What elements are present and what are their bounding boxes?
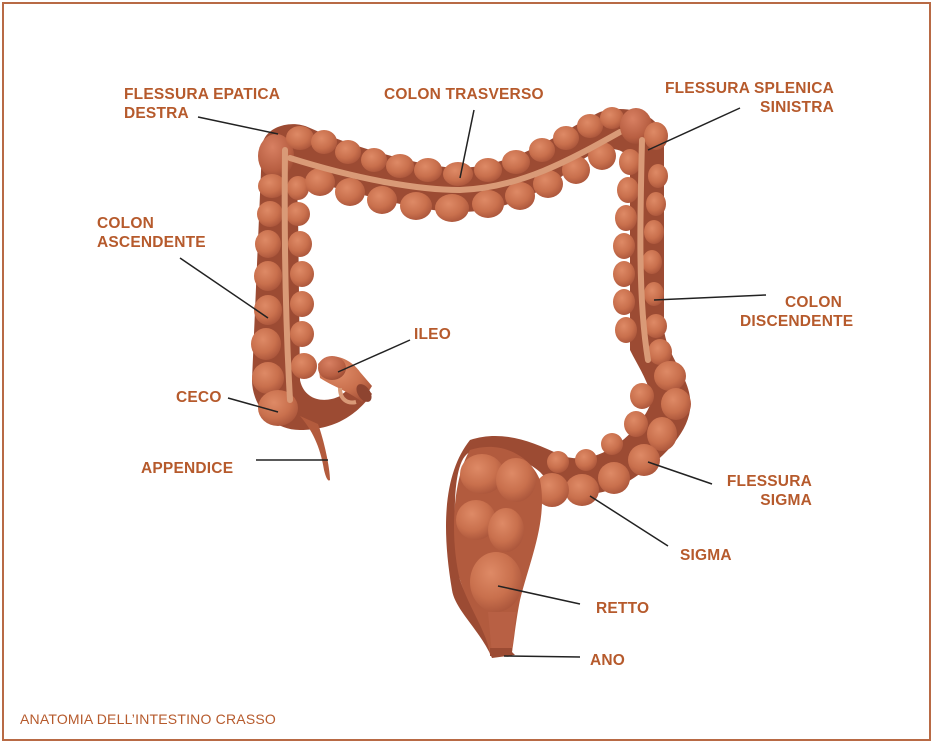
label-retto: RETTO bbox=[596, 599, 649, 618]
leader-colon-ascendente bbox=[180, 258, 268, 318]
leader-flessura-sigma bbox=[648, 462, 712, 484]
sigma-shape bbox=[535, 361, 691, 507]
leader-ileo bbox=[338, 340, 410, 372]
label-colon-discendente: COLON DISCENDENTE bbox=[740, 293, 842, 331]
label-colon-ascendente: COLON ASCENDENTE bbox=[97, 214, 206, 252]
label-flessura-splenica-sinistra: FLESSURA SPLENICA SINISTRA bbox=[636, 79, 834, 117]
label-ileo: ILEO bbox=[414, 325, 451, 344]
label-ceco: CECO bbox=[176, 388, 222, 407]
label-colon-trasverso: COLON TRASVERSO bbox=[384, 85, 544, 104]
leader-sigma bbox=[590, 496, 668, 546]
label-sigma: SIGMA bbox=[680, 546, 732, 565]
label-flessura-epatica-destra: FLESSURA EPATICA DESTRA bbox=[124, 85, 280, 123]
label-appendice: APPENDICE bbox=[141, 459, 233, 478]
label-ano: ANO bbox=[590, 651, 625, 670]
leader-ano bbox=[504, 656, 580, 657]
label-flessura-sigma: FLESSURA SIGMA bbox=[708, 472, 812, 510]
retto-shape bbox=[454, 447, 542, 656]
figure-caption: ANATOMIA DELL’INTESTINO CRASSO bbox=[20, 711, 276, 727]
